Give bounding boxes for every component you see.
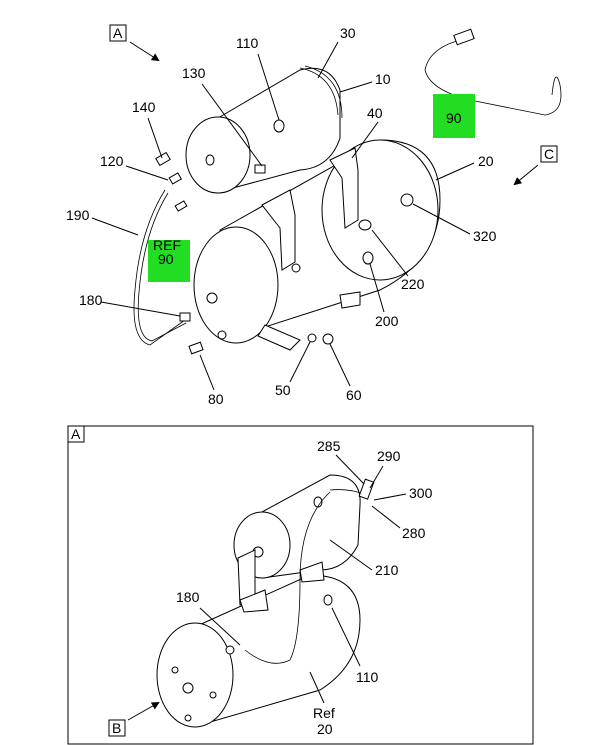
view-label-c: C: [544, 146, 554, 162]
inset-label-b-box: [108, 719, 126, 737]
callout-10: 10: [375, 71, 391, 87]
harness-connector: [453, 28, 475, 46]
view-label-c-box: [540, 145, 558, 163]
inset-callout-290: 290: [377, 448, 401, 464]
inset-hose: [244, 491, 331, 664]
inset-callout-210: 210: [375, 562, 399, 578]
inset-callout-280: 280: [402, 525, 426, 541]
inset-frame: [67, 425, 534, 745]
callout-190: 190: [66, 207, 90, 223]
callout-20: 20: [478, 153, 494, 169]
inset-view-arrow-b: [127, 702, 160, 721]
callout-50: 50: [275, 382, 291, 398]
inset-label-a-box: [67, 425, 85, 443]
view-label-a: A: [113, 25, 123, 41]
main-callouts: 110 30 10 130 140 40 20 120 190 320 220 …: [66, 25, 497, 407]
callout-180: 180: [79, 292, 103, 308]
inset-callout-180: 180: [176, 589, 200, 605]
callout-30: 30: [340, 25, 356, 41]
callout-40: 40: [367, 105, 383, 121]
inset-valve: [358, 478, 375, 500]
tag-90-box: [433, 94, 475, 138]
inset-callout-110: 110: [356, 669, 379, 685]
callout-60: 60: [346, 387, 362, 403]
tag-ref-90-line2: 90: [158, 251, 174, 267]
tag-90: 90: [446, 110, 462, 126]
inset-callout-ref-line2: 20: [317, 721, 333, 737]
inset-callout-ref-line1: Ref: [313, 705, 335, 721]
upper-small-tank: [185, 65, 343, 194]
mounting-brackets: [257, 147, 361, 351]
hose: [133, 189, 186, 346]
callout-320: 320: [473, 228, 497, 244]
inset-lower-tank: [156, 561, 361, 728]
view-arrow-c: [513, 164, 539, 186]
hose-outer: [137, 192, 187, 342]
inset-label-b: B: [112, 720, 121, 736]
inset-callout-300: 300: [409, 485, 433, 501]
view-label-a-box: [109, 24, 127, 42]
callout-140: 140: [132, 99, 156, 115]
callout-130: 130: [182, 65, 206, 81]
view-arrow-a: [129, 41, 160, 62]
inset-upper-tank: [233, 474, 361, 606]
wiring-harness: [424, 37, 562, 116]
inset-callouts: 285 290 300 280 210 180 110 Ref 20: [176, 438, 433, 737]
tag-ref-90-box: [148, 240, 190, 282]
inset-label-a: A: [71, 426, 81, 442]
callout-110: 110: [236, 35, 259, 51]
fittings: [155, 151, 334, 355]
callout-200: 200: [375, 313, 399, 329]
callout-80: 80: [208, 391, 224, 407]
callout-120: 120: [100, 153, 124, 169]
callout-220: 220: [401, 276, 425, 292]
inset-callout-285: 285: [317, 438, 341, 454]
tag-ref-90-line1: REF: [153, 237, 181, 253]
